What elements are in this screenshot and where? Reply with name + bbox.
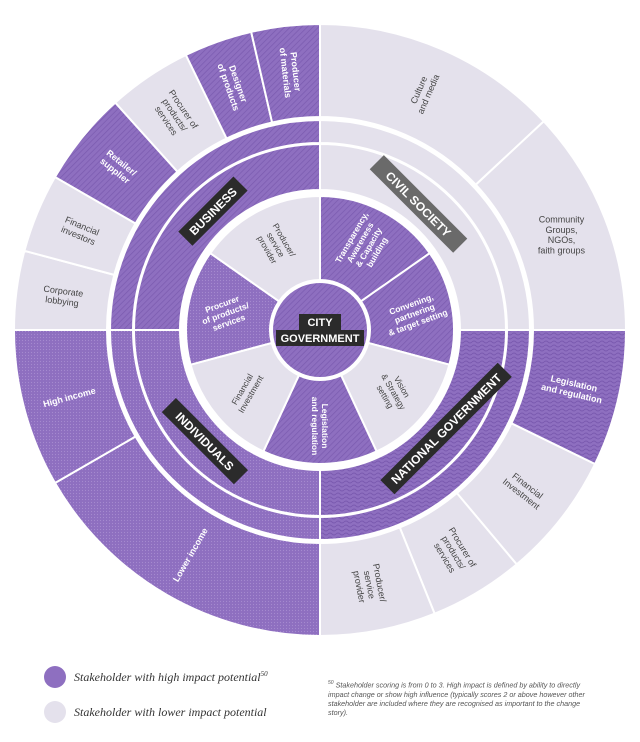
city-segment xyxy=(262,373,378,465)
legend-high: Stakeholder with high impact potential50 xyxy=(44,666,268,688)
segment-layer xyxy=(12,22,628,638)
legend-high-label: Stakeholder with high impact potential50 xyxy=(74,669,268,684)
label-line: Producer xyxy=(288,51,302,92)
inner-ring-business xyxy=(132,142,321,331)
label-line: Community xyxy=(539,215,585,225)
label-line: Legislation xyxy=(320,404,330,449)
center-tag-bg xyxy=(299,314,341,330)
label-line: lobbying xyxy=(45,294,80,308)
group-tag-bg xyxy=(161,398,249,485)
center-title: CITY xyxy=(307,317,333,329)
city-segment xyxy=(339,341,451,453)
city-segment xyxy=(189,341,301,453)
group-tag-bg xyxy=(369,155,468,253)
city-segment xyxy=(208,194,321,303)
label-line: faith groups xyxy=(538,246,586,256)
city-segment xyxy=(185,251,281,366)
city-segment xyxy=(359,251,455,366)
city-segment-label: Legislationand regulation xyxy=(310,397,330,456)
city-segment-label: Procurerof products/services xyxy=(197,291,254,336)
label-line: NGOs, xyxy=(548,235,576,245)
label-line: and regulation xyxy=(310,397,320,456)
outer-label-business: Designerof products xyxy=(215,59,251,112)
footnote: 50 Stakeholder scoring is from 0 to 3. H… xyxy=(328,680,585,718)
outer-segment-business xyxy=(249,22,321,124)
high-impact-swatch xyxy=(44,666,66,688)
group-tag-bg xyxy=(178,176,248,246)
outer-label-business: Corporatelobbying xyxy=(42,284,84,309)
center-title: GOVERNMENT xyxy=(281,333,360,345)
legend-low-label: Stakeholder with lower impact potential xyxy=(74,704,267,719)
legend-low: Stakeholder with lower impact potential xyxy=(44,701,267,723)
label-line: Groups, xyxy=(545,225,577,235)
low-impact-swatch xyxy=(44,701,66,723)
center-tag-bg xyxy=(276,330,364,346)
city-segment xyxy=(319,194,432,303)
group-tag-bg xyxy=(380,362,512,495)
city-segment-label: Vision& Strategysetting xyxy=(371,367,417,417)
